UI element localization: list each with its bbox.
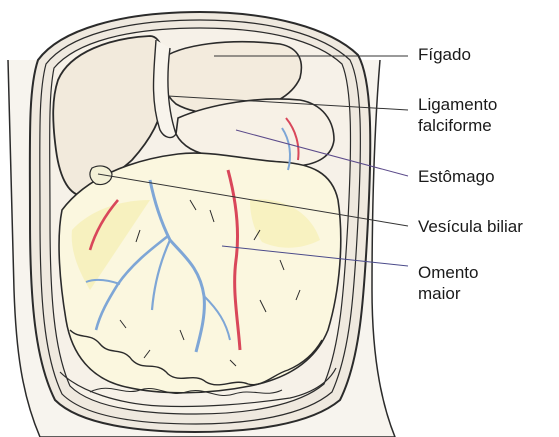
label-omento-line1: Omento — [418, 262, 478, 283]
label-estomago: Estômago — [418, 166, 495, 187]
label-figado: Fígado — [418, 44, 471, 65]
label-ligamento-line1: Ligamento — [418, 94, 497, 115]
label-ligamento-line2: falciforme — [418, 115, 492, 136]
gallbladder — [90, 166, 112, 185]
label-vesicula-biliar: Vesícula biliar — [418, 216, 523, 237]
label-omento-line2: maior — [418, 283, 461, 304]
